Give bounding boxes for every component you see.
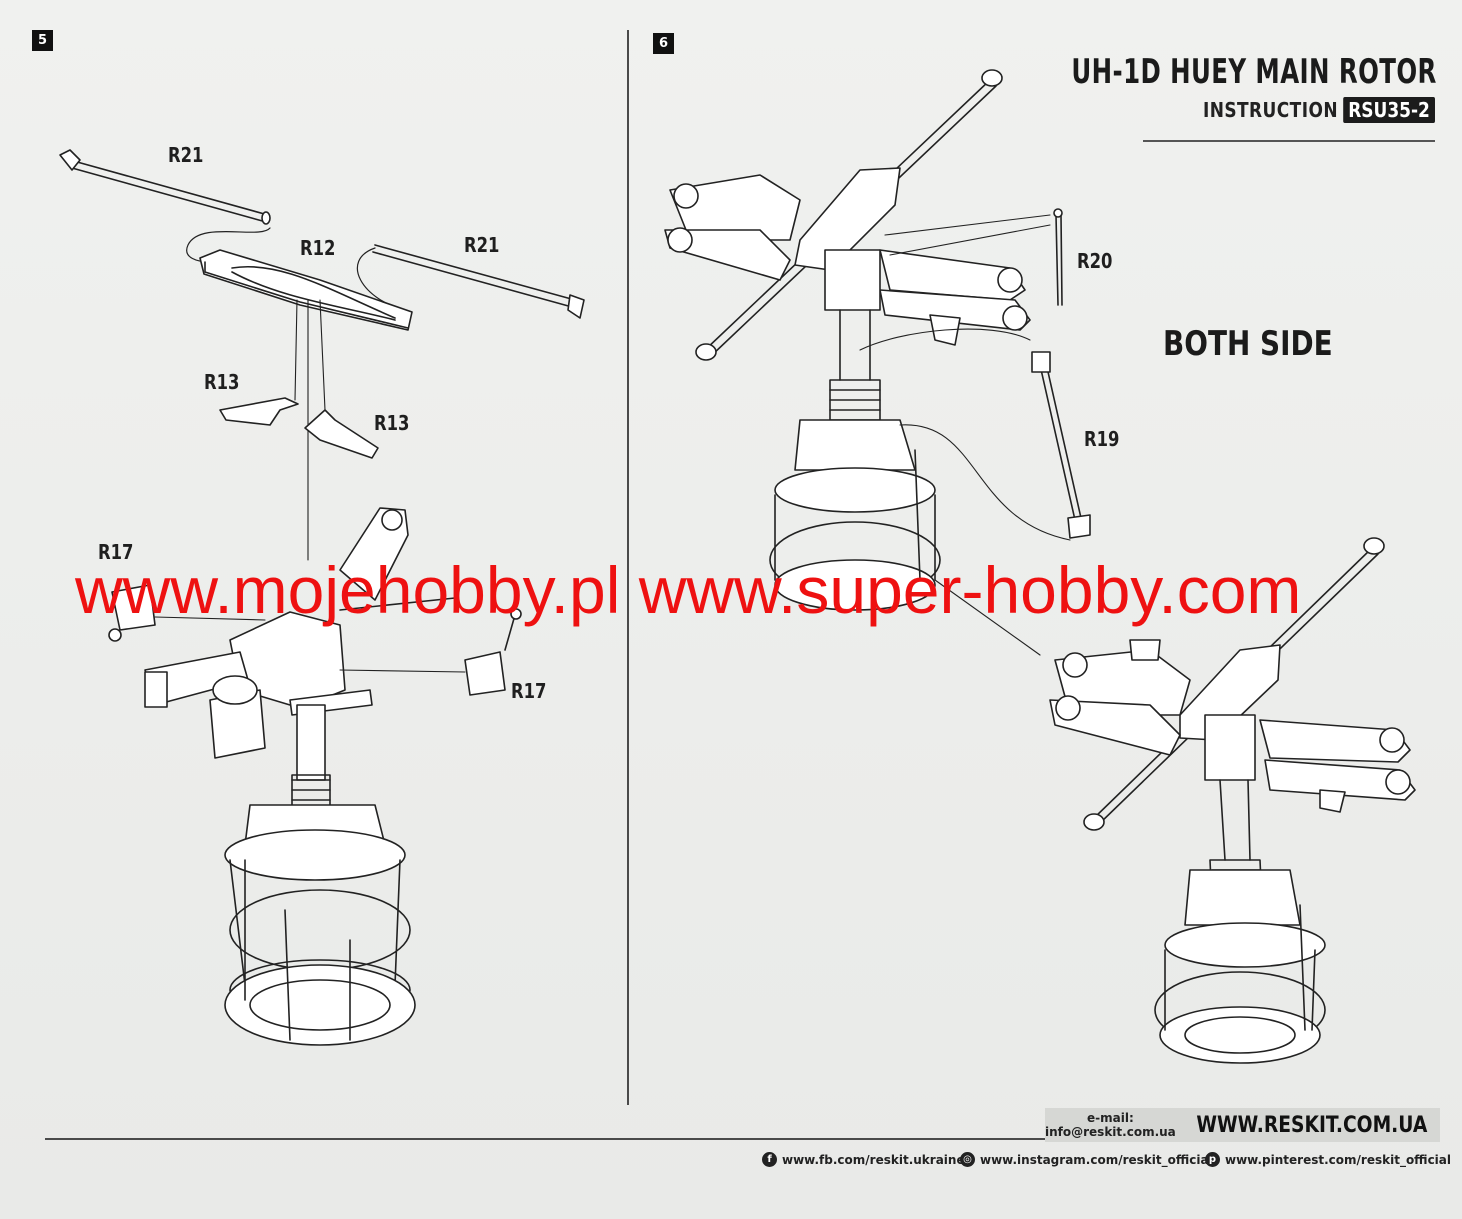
social-instagram[interactable]: ◎ www.instagram.com/reskit_official [960,1152,1213,1167]
part-r17-left [108,584,266,642]
part-r12-crossbar [199,249,413,331]
label-r19: R19 [1084,427,1120,451]
column-divider [627,30,629,1105]
part-blades-step6-bottom [1049,639,1416,813]
instruction-subtitle: INSTRUCTION RSU35-2 [1203,96,1435,124]
part-rotor-arm-upper [339,507,409,601]
facebook-icon: f [762,1152,777,1167]
social-pinterest[interactable]: p www.pinterest.com/reskit_official [1205,1152,1451,1167]
watermark-text: www.mojehobby.pl www.super-hobby.com [75,553,1302,627]
label-r12: R12 [300,236,336,260]
label-r21-right: R21 [464,233,500,257]
part-mast-left [291,704,331,831]
part-r17-right [339,608,522,696]
pinterest-icon: p [1205,1152,1220,1167]
step-number-5: 5 [32,30,53,51]
both-side-note: BOTH SIDE [1163,324,1333,364]
part-r21-rod-right [372,244,585,319]
part-r13-link-b [304,409,379,459]
title-rule [1143,140,1435,142]
part-r19-rod [859,328,1091,541]
part-r13-link-a [219,397,299,426]
label-r21-left: R21 [168,143,204,167]
step-number-6: 6 [653,33,674,54]
instruction-label: INSTRUCTION [1202,98,1339,122]
part-base-left [224,804,416,1046]
part-hub-step6-bottom [1154,714,1326,1064]
instagram-icon: ◎ [960,1152,975,1167]
label-r13-left: R13 [204,370,240,394]
contact-email[interactable]: e-mail: info@reskit.com.ua [1045,1111,1176,1139]
instagram-url: www.instagram.com/reskit_official [980,1152,1213,1167]
contact-bar: e-mail: info@reskit.com.ua WWW.RESKIT.CO… [1045,1108,1440,1142]
label-r17-left: R17 [98,540,134,564]
facebook-url: www.fb.com/reskit.ukraine [782,1152,965,1167]
part-blades-step6-top [664,174,1031,346]
part-hub-step6-top [769,249,941,611]
product-code-badge: RSU35-2 [1343,97,1435,123]
label-r17-right: R17 [511,679,547,703]
pinterest-url: www.pinterest.com/reskit_official [1225,1152,1452,1167]
part-r21-rod-left [59,149,271,225]
website-link[interactable]: WWW.RESKIT.COM.UA [1196,1112,1428,1138]
footer-rule [45,1138,1240,1140]
label-r20: R20 [1077,249,1113,273]
part-r20-rod [884,208,1063,306]
page-title: UH-1D HUEY MAIN ROTOR [1071,52,1437,92]
label-r13-right: R13 [374,411,410,435]
part-crossbar-step6-top [794,167,901,271]
part-rotor-hub [144,597,456,759]
social-facebook[interactable]: f www.fb.com/reskit.ukraine [762,1152,965,1167]
